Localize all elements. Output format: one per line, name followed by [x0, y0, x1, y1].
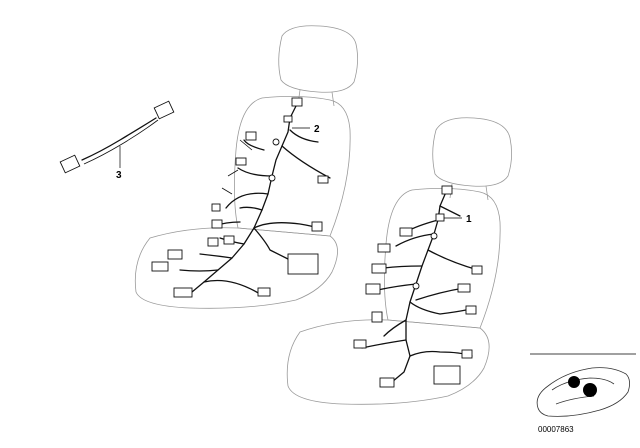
left-wiring-harness	[151, 97, 331, 298]
right-seat-outline	[286, 117, 512, 405]
callout-3-label: 3	[116, 170, 122, 181]
callout-2-label: 2	[314, 124, 320, 135]
callout-2: 2	[292, 124, 320, 135]
car-thumbnail-icon: 00007863	[530, 353, 636, 434]
callout-1: 1	[444, 214, 472, 225]
adapter-lead	[59, 100, 175, 174]
right-wiring-harness	[353, 185, 483, 388]
callout-1-label: 1	[466, 214, 472, 225]
diagram-reference-number: 00007863	[538, 425, 574, 434]
callout-3: 3	[116, 146, 122, 181]
left-seat-outline	[134, 25, 358, 309]
